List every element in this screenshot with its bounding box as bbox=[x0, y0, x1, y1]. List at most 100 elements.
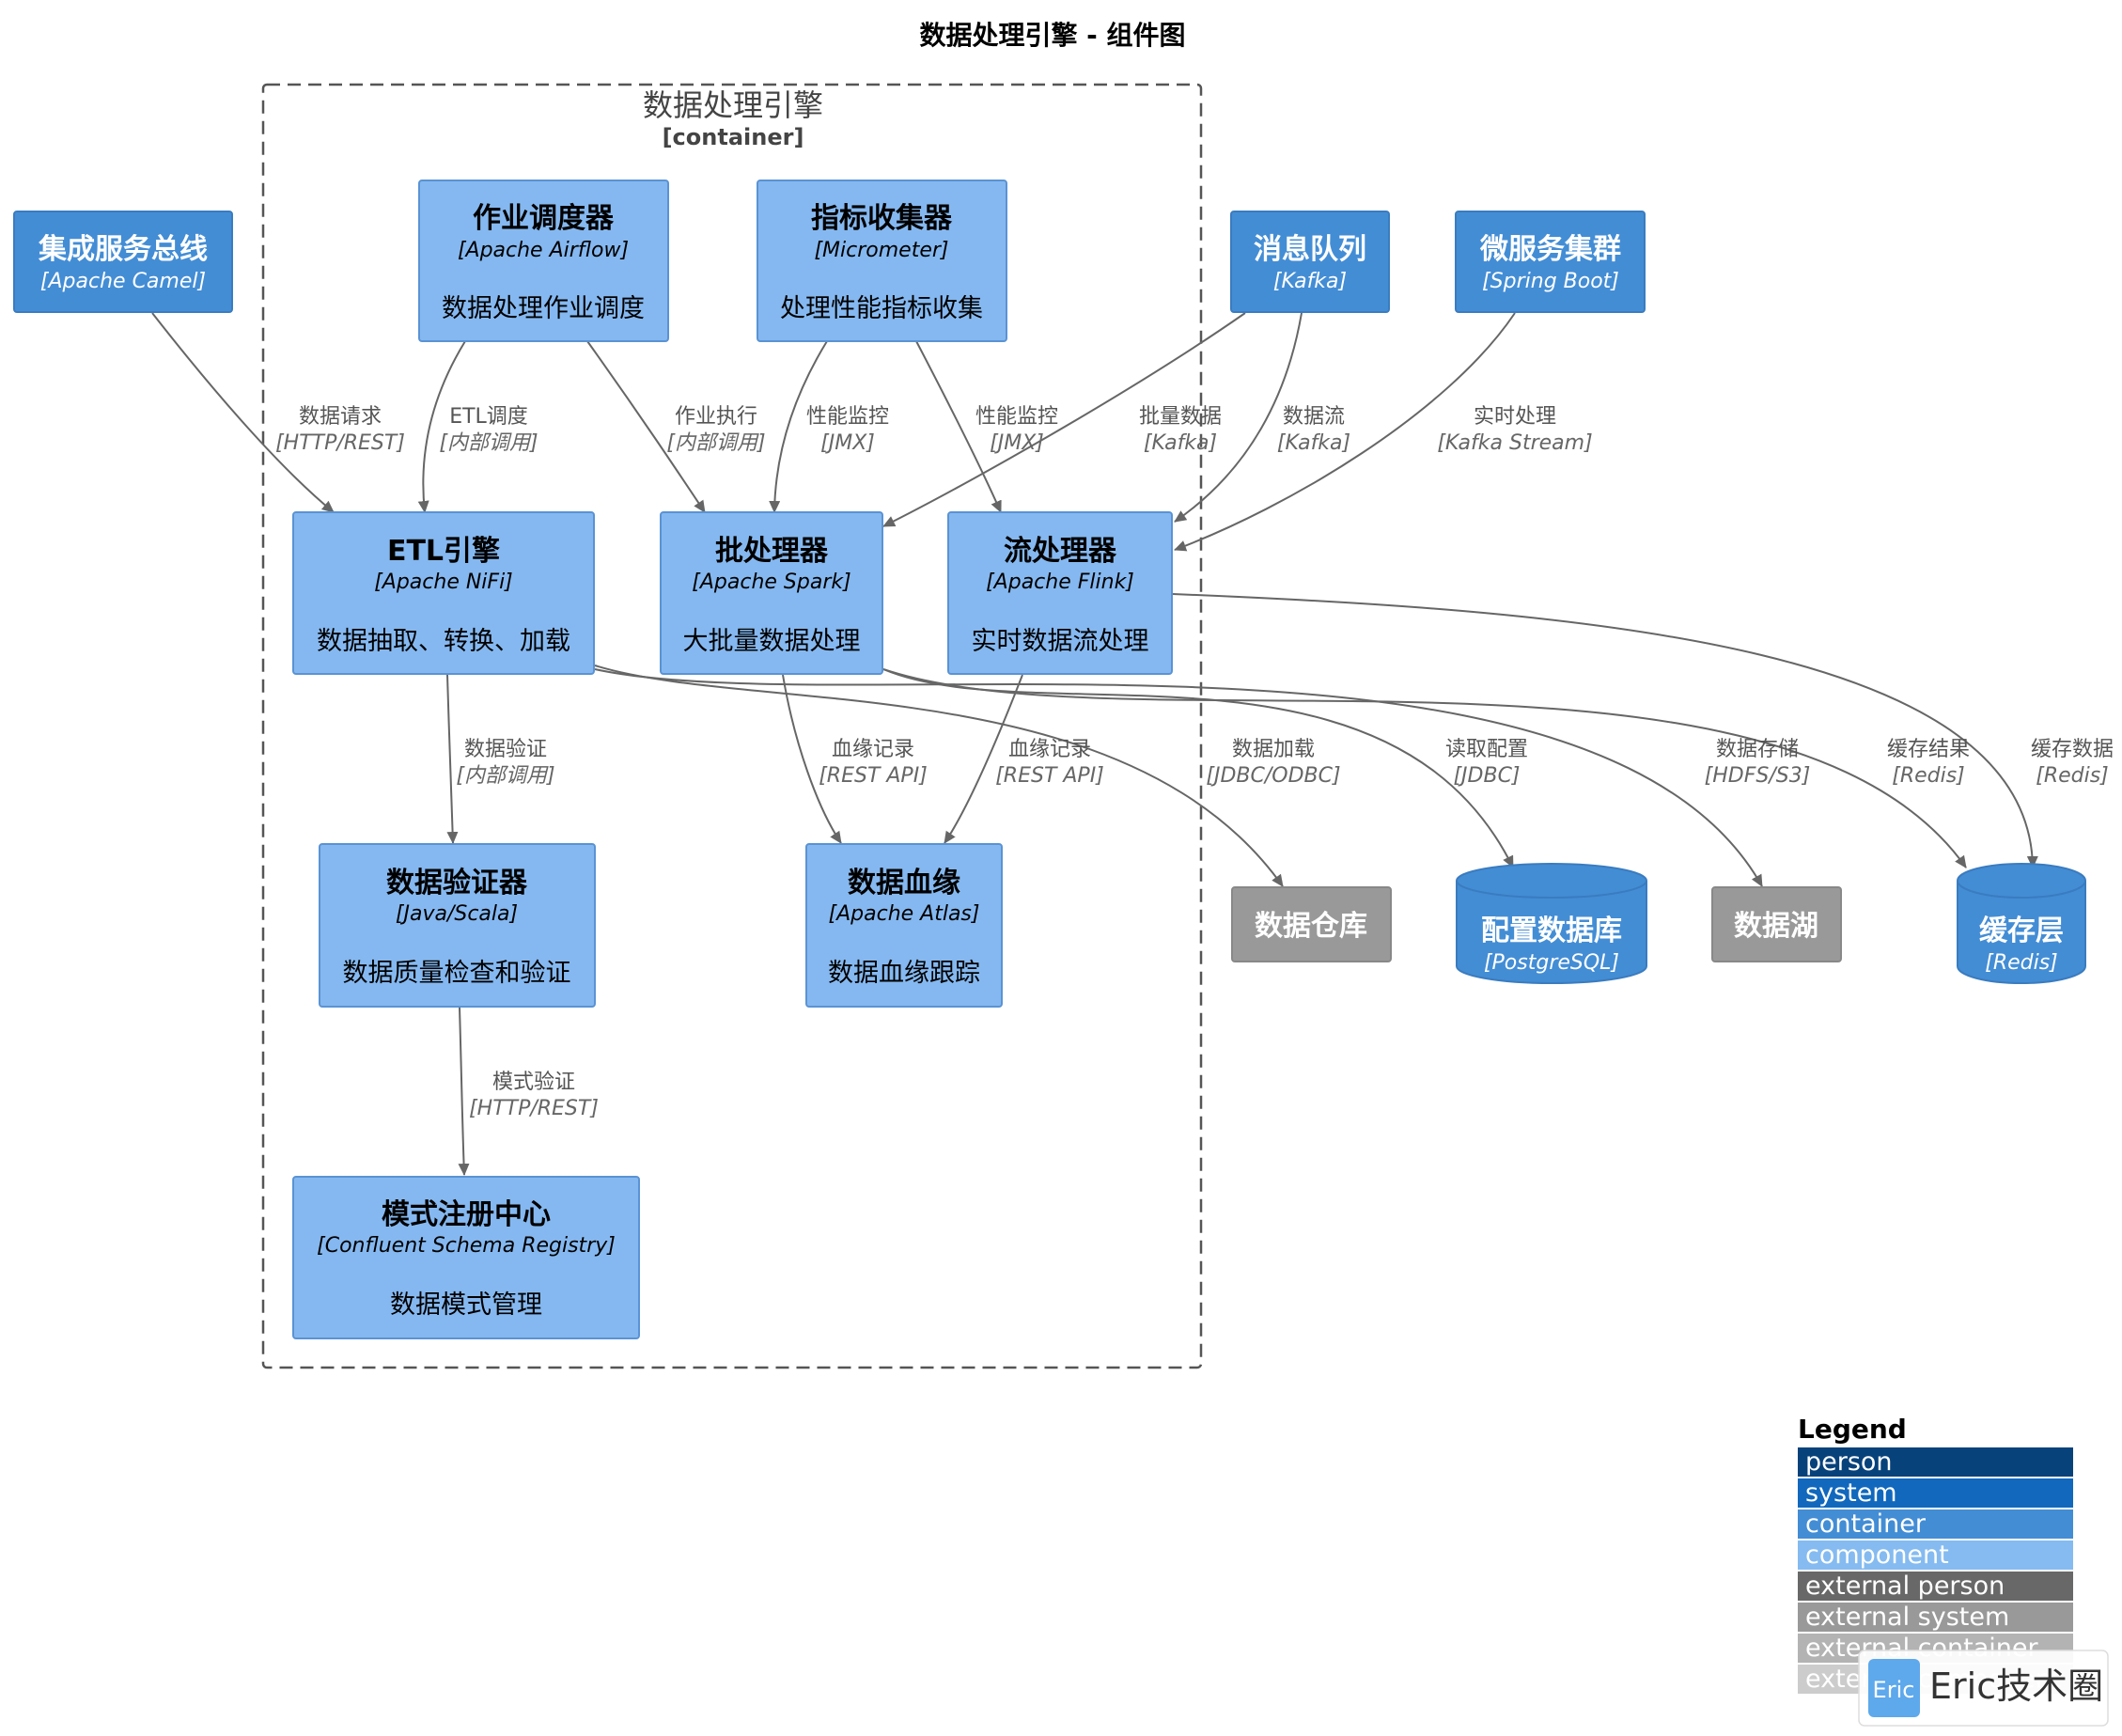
node-validator[interactable]: 数据验证器 [Java/Scala] 数据质量检查和验证 bbox=[319, 843, 596, 1008]
edge-stream-to-cache bbox=[1172, 593, 2038, 868]
edge-tech: [Kafka] bbox=[1144, 431, 1217, 455]
watermark-badge: Eric bbox=[1873, 1677, 1915, 1703]
node-tech: [Spring Boot] bbox=[1482, 270, 1619, 293]
node-desc: 实时数据流处理 bbox=[972, 627, 1149, 656]
legend-swatch bbox=[1798, 1572, 2073, 1601]
edge-batch-to-configdb bbox=[882, 668, 1514, 868]
edge-etl-to-datalake bbox=[594, 668, 1763, 887]
legend-swatch bbox=[1798, 1509, 2073, 1539]
node-scheduler[interactable]: 作业调度器 [Apache Airflow] 数据处理作业调度 bbox=[418, 180, 669, 342]
edge-validator-to-schema bbox=[458, 1007, 470, 1176]
legend-label: external person bbox=[1805, 1572, 2005, 1601]
watermark: Eric Eric技术圈 bbox=[1858, 1650, 2109, 1727]
node-name: 作业调度器 bbox=[473, 202, 615, 235]
edge-label: 性能监控 bbox=[975, 405, 1058, 429]
node-tech: [Micrometer] bbox=[814, 239, 948, 262]
legend-swatch bbox=[1798, 1447, 2073, 1477]
node-name: 模式注册中心 bbox=[382, 1198, 551, 1231]
node-name: 流处理器 bbox=[1004, 535, 1117, 568]
node-tech: [PostgreSQL] bbox=[1484, 951, 1619, 975]
edge-etl-to-validator bbox=[446, 674, 459, 844]
edge-tech: [Kafka] bbox=[1277, 431, 1350, 455]
edge-metrics-to-batch bbox=[769, 340, 828, 513]
watermark-text: Eric技术圈 bbox=[1929, 1666, 2103, 1707]
node-tech: [Apache Flink] bbox=[986, 571, 1134, 594]
node-tech: [Kafka] bbox=[1273, 270, 1347, 293]
node-name: 集成服务总线 bbox=[38, 233, 208, 266]
diagram-title: 数据处理引擎 - 组件图 bbox=[919, 20, 1185, 51]
node-metrics[interactable]: 指标收集器 [Micrometer] 处理性能指标收集 bbox=[757, 180, 1007, 342]
node-schema[interactable]: 模式注册中心 [Confluent Schema Registry] 数据模式管… bbox=[292, 1176, 640, 1339]
legend-label: container bbox=[1805, 1509, 1927, 1539]
node-cache[interactable]: 缓存层 [Redis] bbox=[1957, 863, 2086, 984]
node-esb[interactable]: 集成服务总线 [Apache Camel] bbox=[13, 211, 233, 313]
edge-esb-to-etl bbox=[151, 312, 335, 513]
edge-label: 数据加载 bbox=[1232, 738, 1315, 761]
node-tech: [Apache Spark] bbox=[692, 571, 850, 594]
edge-tech: [内部调用] bbox=[456, 764, 554, 788]
node-desc: 数据处理作业调度 bbox=[442, 294, 645, 323]
node-name: 消息队列 bbox=[1254, 233, 1366, 266]
edge-tech: [JDBC] bbox=[1453, 764, 1520, 788]
node-name: 缓存层 bbox=[1979, 915, 2064, 947]
edge-tech: [REST API] bbox=[995, 764, 1104, 788]
legend-label: external system bbox=[1805, 1603, 2009, 1632]
node-desc: 数据质量检查和验证 bbox=[343, 959, 571, 988]
edge-batch-to-lineage bbox=[782, 674, 842, 844]
node-lineage[interactable]: 数据血缘 [Apache Atlas] 数据血缘跟踪 bbox=[805, 843, 1003, 1008]
edge-batch-to-cache bbox=[882, 668, 1967, 868]
edge-tech: [Kafka Stream] bbox=[1437, 431, 1592, 455]
node-tech: [Apache Airflow] bbox=[458, 239, 629, 262]
edge-label: 血缘记录 bbox=[832, 738, 914, 761]
legend-item: component bbox=[1798, 1541, 2073, 1570]
legend-item: external person bbox=[1798, 1572, 2073, 1601]
edge-mq-to-stream bbox=[1174, 312, 1303, 523]
edge-tech: [JMX] bbox=[820, 431, 875, 455]
legend-label: system bbox=[1805, 1478, 1897, 1508]
node-mq[interactable]: 消息队列 [Kafka] bbox=[1230, 211, 1390, 313]
node-datalake[interactable]: 数据湖 bbox=[1711, 886, 1842, 962]
node-batch[interactable]: 批处理器 [Apache Spark] 大批量数据处理 bbox=[660, 511, 883, 675]
node-name: 数据湖 bbox=[1734, 910, 1818, 943]
node-desc: 大批量数据处理 bbox=[683, 627, 861, 656]
edge-etl-to-warehouse bbox=[594, 665, 1284, 887]
edge-tech: [JDBC/ODBC] bbox=[1206, 764, 1340, 788]
boundary-type: [container] bbox=[663, 124, 804, 150]
edge-scheduler-to-etl bbox=[417, 340, 466, 513]
container-boundary: 数据处理引擎 [container] bbox=[261, 83, 1203, 1369]
edge-metrics-to-stream bbox=[915, 340, 1002, 513]
edge-tech: [REST API] bbox=[819, 764, 928, 788]
node-stream[interactable]: 流处理器 [Apache Flink] 实时数据流处理 bbox=[947, 511, 1173, 675]
node-tech: [Java/Scala] bbox=[396, 902, 518, 926]
edge-label: 模式验证 bbox=[492, 1071, 575, 1094]
legend-item: container bbox=[1798, 1509, 2073, 1539]
legend-swatch bbox=[1798, 1478, 2073, 1508]
node-name: 批处理器 bbox=[715, 535, 829, 568]
edge-tech: [Redis] bbox=[1892, 764, 1965, 788]
edge-tech: [HTTP/REST] bbox=[469, 1097, 599, 1120]
edges bbox=[151, 312, 2038, 1176]
node-desc: 数据模式管理 bbox=[390, 1290, 542, 1320]
node-name: 微服务集群 bbox=[1479, 233, 1621, 266]
edge-label: 实时处理 bbox=[1474, 405, 1556, 429]
edge-microservices-to-stream bbox=[1174, 312, 1516, 552]
node-configdb[interactable]: 配置数据库 [PostgreSQL] bbox=[1456, 863, 1647, 984]
node-tech: [Apache Atlas] bbox=[829, 902, 980, 926]
legend-label: component bbox=[1805, 1541, 1949, 1570]
legend-item: system bbox=[1798, 1478, 2073, 1508]
legend-label: person bbox=[1805, 1447, 1893, 1477]
edge-tech: [JMX] bbox=[990, 431, 1044, 455]
legend-swatch bbox=[1798, 1603, 2073, 1632]
node-etl[interactable]: ETL引擎 [Apache NiFi] 数据抽取、转换、加载 bbox=[292, 511, 595, 675]
edge-label: 血缘记录 bbox=[1008, 738, 1091, 761]
edge-stream-to-lineage bbox=[944, 674, 1023, 844]
node-name: 数据血缘 bbox=[848, 867, 960, 899]
node-tech: [Apache Camel] bbox=[40, 270, 206, 293]
node-microservices[interactable]: 微服务集群 [Spring Boot] bbox=[1455, 211, 1646, 313]
node-warehouse[interactable]: 数据仓库 bbox=[1231, 886, 1392, 962]
node-tech: [Redis] bbox=[1985, 951, 2058, 975]
edge-tech: [内部调用] bbox=[666, 431, 765, 455]
edge-label: 数据存储 bbox=[1716, 738, 1799, 761]
edge-tech: [HTTP/REST] bbox=[275, 431, 405, 455]
